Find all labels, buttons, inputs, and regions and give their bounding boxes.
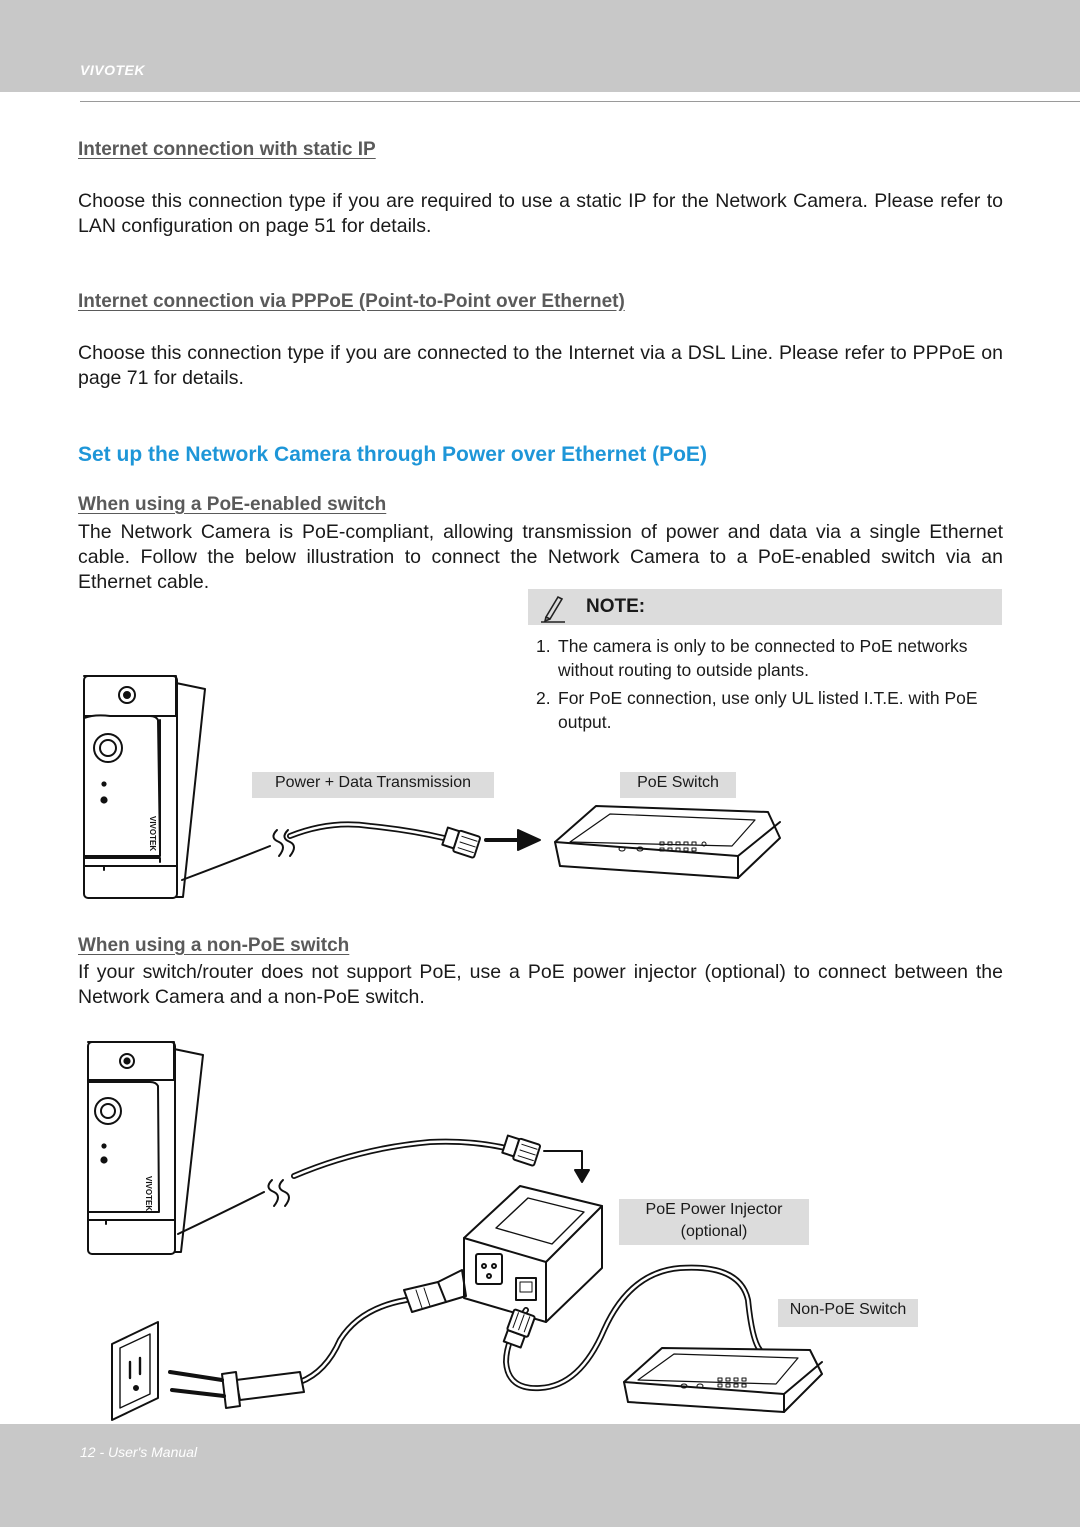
pppoe-body: Choose this connection type if you are c… bbox=[78, 342, 1003, 389]
footer-bar bbox=[0, 1424, 1080, 1527]
non-poe-switch-body: If your switch/router does not support P… bbox=[78, 961, 1003, 1008]
note-title: NOTE: bbox=[586, 596, 646, 617]
pencil-icon bbox=[541, 595, 565, 623]
network-camera-illustration-1: VIVOTEK bbox=[83, 675, 206, 899]
label-poe-switch: PoE Switch bbox=[620, 772, 736, 798]
non-poe-switch-illustration bbox=[623, 1347, 823, 1413]
static-ip-heading: Internet connection with static IP bbox=[78, 139, 376, 160]
header-rule bbox=[80, 101, 1080, 102]
network-camera-illustration-2: VIVOTEK bbox=[87, 1041, 204, 1255]
pppoe-heading: Internet connection via PPPoE (Point-to-… bbox=[78, 291, 625, 312]
label-non-poe-switch: Non-PoE Switch bbox=[778, 1299, 918, 1327]
poe-switch-illustration bbox=[554, 805, 781, 879]
label-injector-line2: (optional) bbox=[680, 1223, 748, 1240]
note-item-number: 2. bbox=[536, 688, 551, 708]
static-ip-body: Choose this connection type if you are r… bbox=[78, 190, 1003, 237]
note-box: NOTE: bbox=[528, 589, 1002, 625]
wall-outlet-illustration bbox=[111, 1321, 159, 1421]
svg-text:VIVOTEK: VIVOTEK bbox=[148, 816, 157, 851]
poe-switch-heading: When using a PoE-enabled switch bbox=[78, 494, 387, 515]
note-item-number: 1. bbox=[536, 636, 551, 656]
brand-logo: VIVOTEK bbox=[80, 62, 145, 78]
non-poe-switch-heading: When using a non-PoE switch bbox=[78, 935, 350, 956]
header-bar bbox=[0, 0, 1080, 92]
svg-text:VIVOTEK: VIVOTEK bbox=[144, 1176, 153, 1211]
poe-injector-illustration bbox=[463, 1185, 603, 1323]
poe-section-title: Set up the Network Camera through Power … bbox=[78, 443, 707, 466]
label-injector-line1: PoE Power Injector bbox=[645, 1201, 783, 1218]
note-item-text: For PoE connection, use only UL listed I… bbox=[558, 688, 978, 732]
note-item-text: The camera is only to be connected to Po… bbox=[558, 636, 968, 680]
page-number: 12 - User's Manual bbox=[80, 1444, 198, 1460]
label-poe-power-injector: PoE Power Injector (optional) bbox=[619, 1199, 809, 1245]
poe-switch-body: The Network Camera is PoE-compliant, all… bbox=[78, 521, 1003, 593]
label-power-data-transmission: Power + Data Transmission bbox=[252, 772, 494, 798]
